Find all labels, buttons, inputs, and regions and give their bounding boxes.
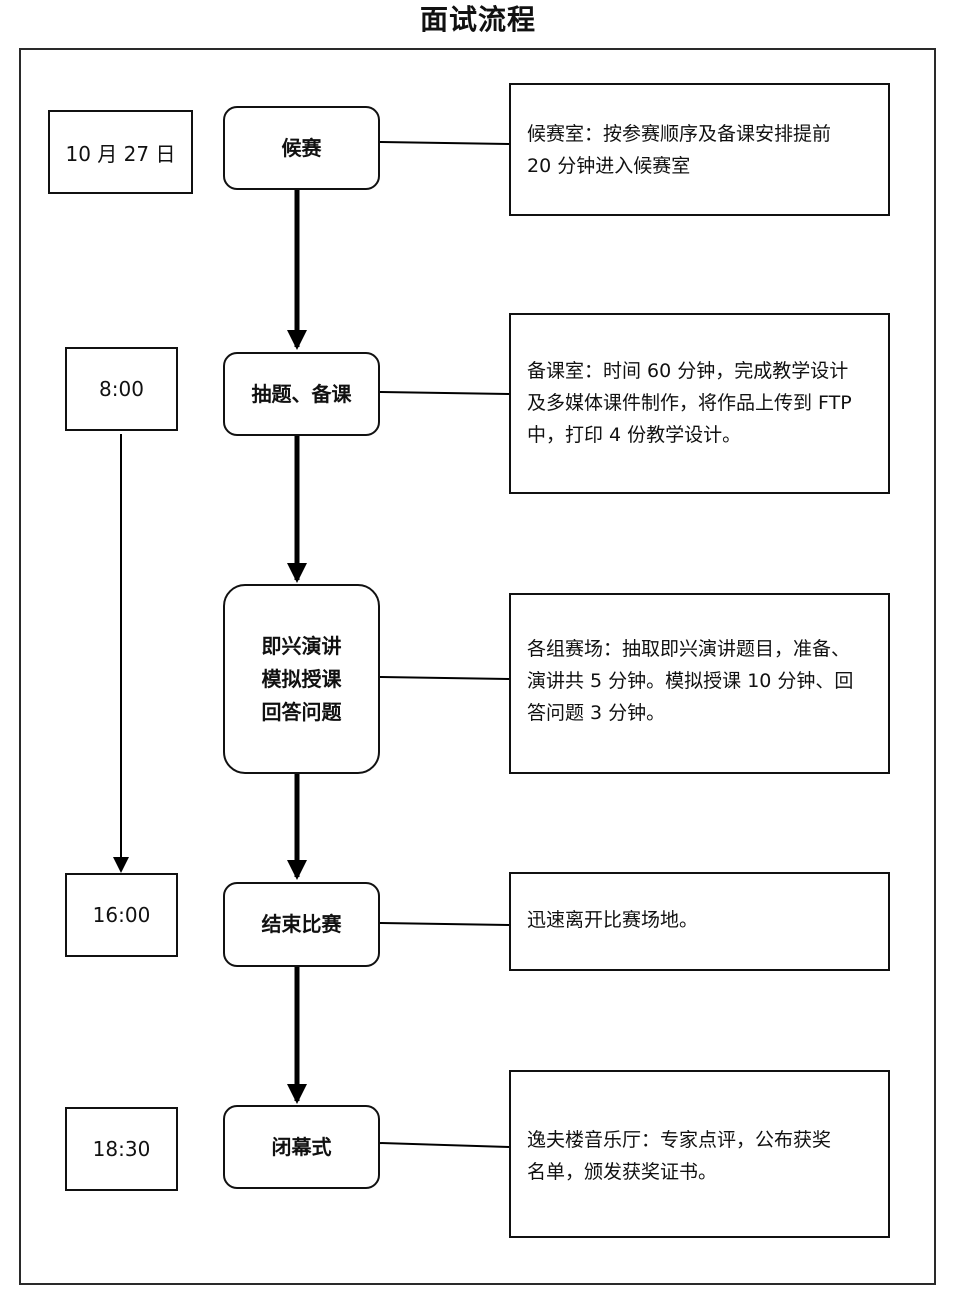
- desc-connector-3: [378, 676, 510, 680]
- desc-prep-room: 备课室：时间 60 分钟，完成教学设计 及多媒体课件制作，将作品上传到 FTP …: [509, 313, 890, 494]
- step-closing-ceremony: 闭幕式: [223, 1105, 380, 1189]
- desc-prep-line-1: 备课室：时间 60 分钟，完成教学设计: [527, 360, 849, 382]
- desc-leave: 迅速离开比赛场地。: [509, 872, 890, 971]
- desc-connector-5: [378, 1142, 510, 1148]
- step-draw-and-prepare-label: 抽题、备课: [251, 381, 352, 406]
- desc-closing-line-2: 名单，颁发获奖证书。: [527, 1161, 718, 1183]
- desc-venue: 各组赛场：抽取即兴演讲题目，准备、 演讲共 5 分钟。模拟授课 10 分钟、回 …: [509, 593, 890, 774]
- step-competition-line-2: 模拟授课: [261, 666, 342, 691]
- step-end-competition: 结束比赛: [223, 882, 380, 967]
- step-competition-line-1: 即兴演讲: [261, 633, 342, 658]
- step-closing-ceremony-label: 闭幕式: [271, 1134, 332, 1159]
- desc-leave-line-1: 迅速离开比赛场地。: [527, 909, 699, 931]
- desc-venue-line-3: 答问题 3 分钟。: [527, 702, 666, 724]
- time-end-label: 16:00: [92, 903, 151, 927]
- desc-venue-line-2: 演讲共 5 分钟。模拟授课 10 分钟、回: [527, 670, 854, 692]
- desc-connector-4: [378, 922, 510, 926]
- desc-venue-line-1: 各组赛场：抽取即兴演讲题目，准备、: [527, 638, 851, 660]
- step-draw-and-prepare: 抽题、备课: [223, 352, 380, 436]
- desc-waiting-line-1: 候赛室：按参赛顺序及备课安排提前: [527, 123, 832, 145]
- step-competition: 即兴演讲 模拟授课 回答问题: [223, 584, 380, 774]
- time-box-end: 16:00: [65, 873, 178, 957]
- desc-connector-2: [378, 391, 510, 395]
- step-waiting: 候赛: [223, 106, 380, 190]
- date-box: 10 月 27 日: [48, 110, 193, 194]
- step-competition-line-3: 回答问题: [261, 699, 342, 724]
- desc-waiting-line-2: 20 分钟进入候赛室: [527, 155, 691, 177]
- step-end-competition-label: 结束比赛: [261, 912, 342, 936]
- desc-prep-line-2: 及多媒体课件制作，将作品上传到 FTP: [527, 392, 852, 414]
- diagram-frame: [19, 48, 936, 1285]
- desc-closing-line-1: 逸夫楼音乐厅：专家点评，公布获奖: [527, 1129, 832, 1151]
- time-start-label: 8:00: [99, 377, 144, 401]
- time-box-start: 8:00: [65, 347, 178, 431]
- time-box-closing: 18:30: [65, 1107, 178, 1191]
- date-label: 10 月 27 日: [65, 141, 176, 166]
- step-waiting-label: 候赛: [281, 135, 322, 160]
- time-closing-label: 18:30: [92, 1137, 151, 1161]
- page-title: 面试流程: [419, 3, 536, 36]
- desc-closing: 逸夫楼音乐厅：专家点评，公布获奖 名单，颁发获奖证书。: [509, 1070, 890, 1238]
- desc-prep-line-3: 中，打印 4 份教学设计。: [527, 424, 742, 446]
- desc-waiting-room: 候赛室：按参赛顺序及备课安排提前 20 分钟进入候赛室: [509, 83, 890, 216]
- desc-connector-1: [378, 141, 510, 145]
